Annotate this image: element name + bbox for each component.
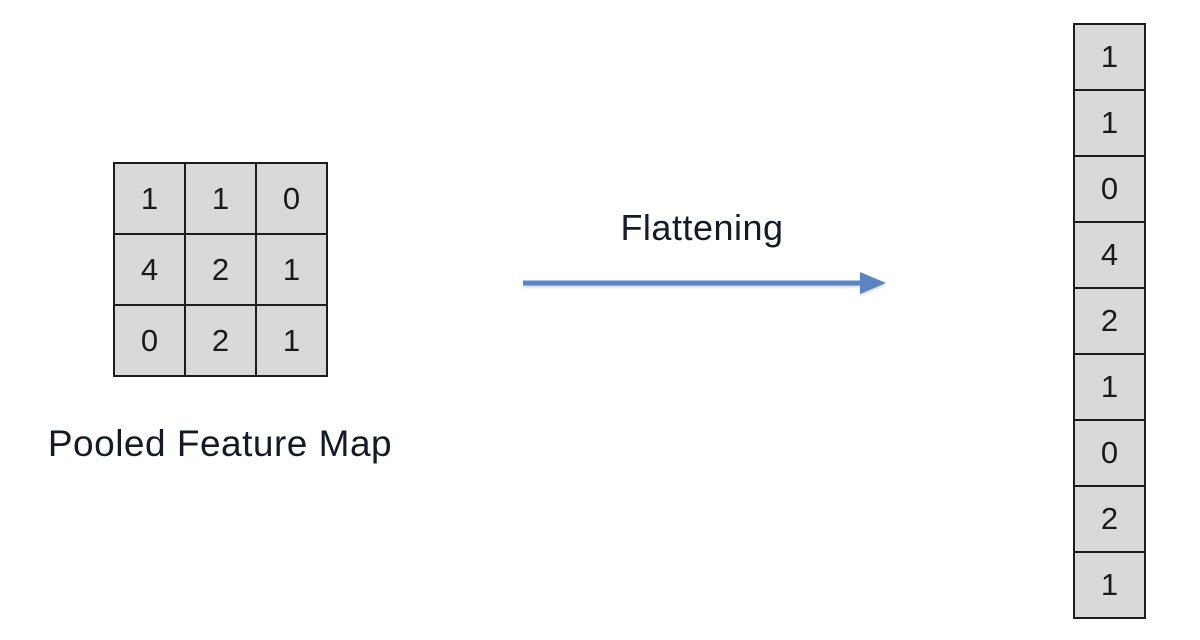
vector-cell: 2 bbox=[1075, 289, 1144, 353]
matrix-cell: 2 bbox=[186, 235, 255, 304]
vector-cell: 4 bbox=[1075, 223, 1144, 287]
vector-cell: 1 bbox=[1075, 553, 1144, 617]
matrix-cell: 0 bbox=[257, 164, 326, 233]
pooled-feature-map-grid: 1 1 0 4 2 1 0 2 1 bbox=[113, 162, 328, 377]
flattening-label: Flattening bbox=[620, 207, 784, 248]
flattened-vector-column: 1 1 0 4 2 1 0 2 1 bbox=[1073, 23, 1146, 619]
matrix-cell: 1 bbox=[257, 235, 326, 304]
matrix-cell: 1 bbox=[186, 164, 255, 233]
matrix-cell: 4 bbox=[115, 235, 184, 304]
matrix-cell: 1 bbox=[115, 164, 184, 233]
flattening-arrow-icon bbox=[523, 272, 886, 294]
vector-cell: 2 bbox=[1075, 487, 1144, 551]
matrix-cell: 1 bbox=[257, 306, 326, 375]
vector-cell: 1 bbox=[1075, 355, 1144, 419]
matrix-cell: 0 bbox=[115, 306, 184, 375]
vector-cell: 0 bbox=[1075, 157, 1144, 221]
vector-cell: 1 bbox=[1075, 91, 1144, 155]
pooled-feature-map-label: Pooled Feature Map bbox=[47, 423, 393, 464]
vector-cell: 1 bbox=[1075, 25, 1144, 89]
vector-cell: 0 bbox=[1075, 421, 1144, 485]
matrix-cell: 2 bbox=[186, 306, 255, 375]
